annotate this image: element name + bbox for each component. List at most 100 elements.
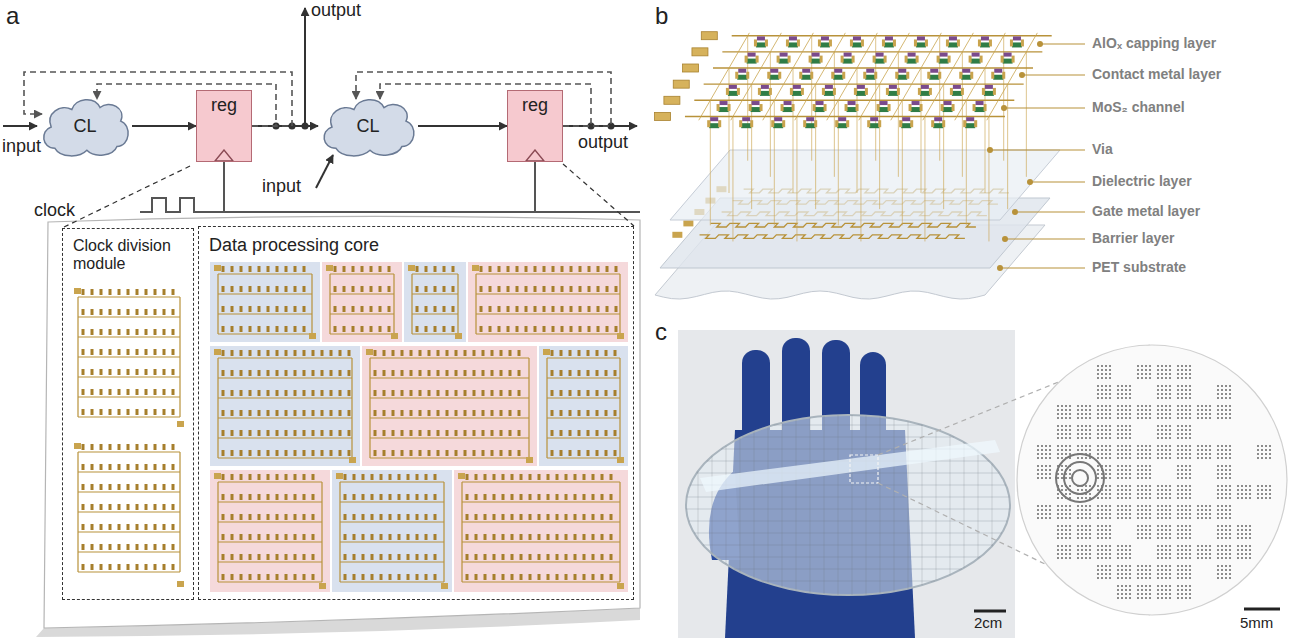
contact-metal	[758, 88, 761, 95]
transistor-array	[417, 266, 453, 332]
mos2-channel	[879, 107, 889, 112]
contact-metal	[824, 104, 827, 111]
alox-cap	[880, 101, 888, 105]
contact-metal	[973, 104, 976, 111]
block-name: CL	[356, 116, 379, 137]
contact-metal	[878, 120, 881, 127]
contact-metal	[728, 104, 731, 111]
contact-metal	[833, 88, 836, 95]
signal-name: output	[578, 132, 628, 153]
contact-metal	[884, 56, 887, 63]
mos2-channel	[847, 107, 857, 112]
zoom-line	[563, 164, 634, 226]
contact-line	[763, 33, 814, 120]
alox-cap	[838, 117, 846, 121]
alox-cap	[981, 36, 989, 40]
register-box: reg	[507, 90, 563, 162]
transistor-array	[223, 266, 304, 332]
mos2-channel	[933, 123, 943, 128]
contact-pad	[673, 80, 689, 88]
mos2-channel	[728, 91, 738, 96]
wafer-grid	[978, 451, 979, 558]
contact-metal	[897, 88, 900, 95]
mos2-channel	[805, 123, 815, 128]
layer-name: Via	[1092, 141, 1113, 157]
gate-wire	[711, 223, 976, 227]
wafer-grid	[740, 438, 741, 572]
contact-metal	[829, 39, 832, 46]
alox-cap	[934, 117, 942, 121]
leader-dot	[1002, 236, 1008, 242]
contact-metal	[781, 104, 784, 111]
clock-marker	[215, 150, 233, 161]
clock-line	[140, 198, 640, 212]
wafer-grid	[754, 432, 755, 579]
alox-cap	[885, 36, 893, 40]
layer-name: Contact metal layer	[1092, 66, 1221, 82]
contact-metal	[886, 88, 889, 95]
contact-metal	[963, 120, 966, 127]
contact-line	[731, 33, 782, 120]
clock-triangle	[525, 149, 545, 161]
contact-pad	[349, 457, 356, 463]
panel-letter: b	[655, 2, 668, 30]
clock-wire	[223, 162, 225, 212]
mos2-channel	[952, 91, 962, 96]
contact-pad	[214, 349, 221, 355]
contact-metal	[873, 56, 876, 63]
contact-pad	[472, 265, 479, 271]
mos2-channel	[792, 91, 802, 96]
logic-cloud: CL	[318, 92, 418, 160]
leader-line	[1040, 43, 1085, 44]
signal-connector	[418, 125, 507, 127]
contact-metal	[792, 104, 795, 111]
alox-cap	[949, 36, 957, 40]
alox-cap	[876, 53, 884, 57]
wafer-grid	[852, 415, 853, 595]
leader-dot	[1001, 105, 1007, 111]
contact-pad	[366, 349, 373, 355]
mos2-channel	[897, 75, 907, 80]
contact-line	[891, 33, 942, 120]
via-line	[796, 116, 797, 241]
alox-cap	[848, 101, 856, 105]
alox-cap	[789, 36, 797, 40]
photo-background	[678, 330, 1015, 638]
transistor-array	[223, 350, 349, 456]
contact-metal	[941, 104, 944, 111]
mos2-channel	[920, 91, 930, 96]
contact-line	[923, 33, 974, 120]
leader-dot	[1037, 41, 1043, 47]
contact-metal	[991, 72, 994, 79]
wafer-grid	[698, 471, 699, 539]
contact-pad	[319, 583, 326, 589]
mos2-channel	[769, 75, 779, 80]
contact-metal	[974, 120, 977, 127]
contact-metal	[831, 72, 834, 79]
leader-line	[1000, 267, 1085, 268]
contact-metal	[952, 104, 955, 111]
transistor-array	[83, 289, 173, 415]
mos2-channel	[961, 75, 971, 80]
contact-pad	[692, 48, 708, 56]
via-line	[924, 116, 925, 241]
mos2-channel	[901, 123, 911, 128]
alox-cap	[866, 69, 874, 73]
alox-cap	[710, 117, 718, 121]
contact-metal	[937, 56, 940, 63]
panel-letter: c	[655, 318, 667, 346]
contact-metal	[969, 56, 972, 63]
alox-cap	[1013, 36, 1021, 40]
flexible-sheet	[44, 216, 640, 628]
wafer-grid	[689, 521, 1008, 522]
alox-cap	[912, 101, 920, 105]
wafer-grid	[866, 416, 867, 595]
alox-cap	[793, 85, 801, 89]
block-name: reg	[522, 95, 548, 116]
layer-name: AlOₓ capping layer	[1092, 35, 1216, 51]
contact-pad	[441, 583, 448, 589]
alox-cap	[972, 53, 980, 57]
contact-pad	[74, 443, 81, 449]
contact-metal	[852, 56, 855, 63]
gate-pad	[672, 232, 682, 238]
